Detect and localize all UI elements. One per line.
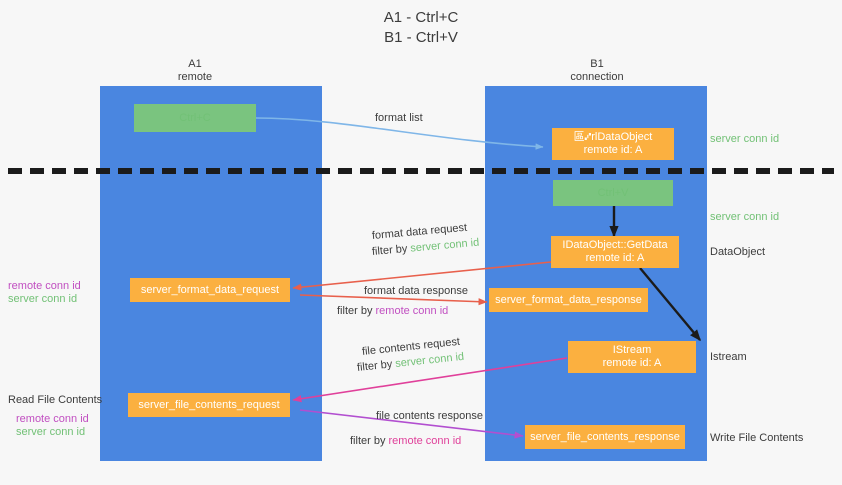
node-server-file-contents-response[interactable]: server_file_contents_response [525,425,685,449]
node-server-format-data-response-label: server_format_data_response [495,293,642,306]
lane-a1-title: A1 [188,58,202,70]
filter-value-1: server conn id [409,236,480,255]
edge-label-format-data-response-filter: filter by remote conn id [337,304,448,318]
diagram-title: A1 - Ctrl+C B1 - Ctrl+V [0,8,842,48]
edge-label-file-contents-response: file contents response [376,410,484,422]
filter-prefix-1: filter by [371,242,411,258]
filter-value-4: remote conn id [388,435,462,447]
lane-header-b1: B1 connection [532,58,662,84]
annotation-istream: Istream [710,351,747,363]
filter-value-2: remote conn id [375,305,449,317]
node-server-file-contents-request[interactable]: server_file_contents_request [128,393,290,417]
edge-label-format-list: format list [375,112,423,124]
annotation-read-file-contents: Read File Contents [8,394,103,406]
annotation-remote-conn-id-1: remote conn id [8,280,81,292]
annotation-server-conn-id-mid: server conn id [710,211,780,223]
node-idataobject-title: 區⑇rlDataObject [573,131,653,143]
filter-prefix-3: filter by [356,358,396,374]
node-istream[interactable]: IStream remote id: A [568,341,696,373]
node-getdata-title: IDataObject::GetData [562,239,668,251]
lane-a1-subtitle: remote [177,71,213,83]
annotation-server-conn-id-2: server conn id [16,426,86,438]
lane-b1-title: B1 [590,58,604,70]
node-istream-title: IStream [612,344,652,356]
node-ctrl-c[interactable]: Ctrl+C [134,104,256,132]
title-line-2: B1 - Ctrl+V [384,29,458,46]
node-server-format-data-response[interactable]: server_format_data_response [489,288,648,312]
node-ctrl-v-label: Ctrl+V [597,186,629,199]
edge-label-format-data-response: format data response [364,285,468,297]
annotation-dataobject: DataObject [710,246,766,258]
edge-label-file-contents-response-filter: filter by remote conn id [350,434,461,448]
node-idataobject-getdata[interactable]: IDataObject::GetData remote id: A [551,236,679,268]
phase-divider [8,168,834,174]
node-server-format-data-request[interactable]: server_format_data_request [130,278,290,302]
annotation-write-file-contents: Write File Contents [710,432,804,444]
filter-prefix-4: filter by [350,435,389,447]
lane-header-a1: A1 remote [130,58,260,84]
node-ctrl-c-label: Ctrl+C [179,111,211,124]
annotation-remote-conn-id-2: remote conn id [16,413,89,425]
title-line-1: A1 - Ctrl+C [383,9,459,26]
lane-b1-subtitle: connection [570,71,624,83]
node-server-file-contents-request-label: server_file_contents_request [138,398,280,411]
node-getdata-remote-id: remote id: A [585,252,645,264]
annotation-server-conn-id-1: server conn id [8,293,78,305]
filter-prefix-2: filter by [337,305,376,317]
node-ctrl-v[interactable]: Ctrl+V [553,180,673,206]
node-idataobject-remote-id: remote id: A [583,144,643,156]
node-server-format-data-request-label: server_format_data_request [140,283,280,296]
node-server-file-contents-response-label: server_file_contents_response [530,430,680,443]
node-istream-remote-id: remote id: A [602,357,662,369]
annotation-server-conn-id-top: server conn id [710,133,780,145]
node-idataobject[interactable]: 區⑇rlDataObject remote id: A [552,128,674,160]
